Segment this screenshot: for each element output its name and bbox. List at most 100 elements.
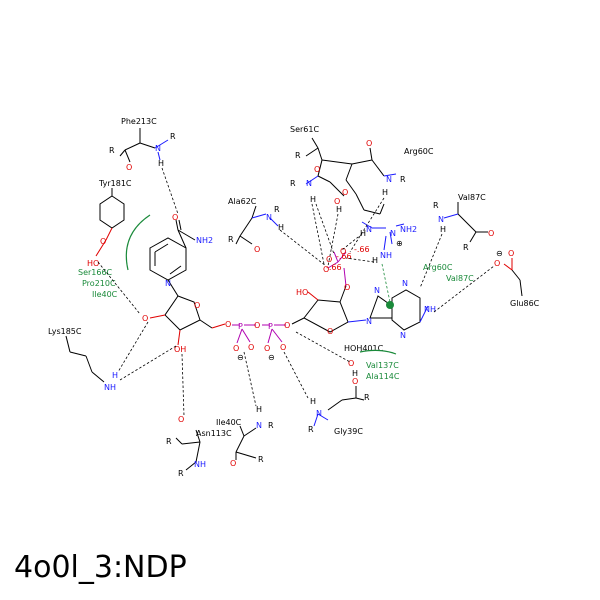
lys185-nh: H [112,371,118,380]
charge-label-2: -.66 [354,245,370,254]
ribose2-o2: O [344,283,350,292]
glu86-o2: O [508,249,514,258]
residue-ala62 [235,205,279,245]
residue-tyr181 [95,188,125,257]
bridge-oxygen: O [254,321,260,330]
phosphate-n-o1: O [264,344,270,353]
val87-n: N [438,215,444,224]
label-asn113: Asn113C [196,429,232,438]
arg60-ne-h: H [360,229,366,238]
adenine-n9: N [366,317,372,326]
ala62-r: R [274,205,280,214]
adenine-n7: N [374,286,380,295]
ser61-og-h: O [334,197,340,206]
label-glu86: Glu86C [510,299,540,308]
page-title: 4o0l_3:NDP [14,550,187,585]
ala62-h: H [278,223,284,232]
label-phe213: Phe213C [121,117,157,126]
ribose1-o3-h: OH [174,345,186,354]
ser61-og-h2: H [336,205,342,214]
nicotinamide-ribose [149,295,226,346]
nicotinamide-ring [149,219,196,297]
charge-label-1: -.66 [336,252,352,261]
gly39-r2: R [308,425,314,434]
adenine-n6: NH [424,305,436,314]
asn113-nh: NH [194,460,206,469]
val87-r: R [433,201,439,210]
ser61-n: N [306,179,312,188]
val87-h: H [440,225,446,234]
label-ala114: Ala114C [366,372,400,381]
ile40-n: N [256,421,262,430]
label-ser166: Ser166C [78,268,113,277]
ala62-o: O [254,245,260,254]
adenosine-ribose [291,267,349,333]
ala62-n: N [266,213,272,222]
label-val87-green: Val87C [446,274,474,283]
ile40-r2: R [258,455,264,464]
phosphate-n-o2: O [280,343,286,352]
residue-lys185 [65,335,105,383]
phe213-r2: R [170,132,176,141]
pi-cation-marker [386,301,394,309]
label-val87-top: Val87C [458,193,486,202]
phosphate-a-p: P [238,322,243,331]
arg60-n: N [386,175,392,184]
label-tyr181: Tyr181C [98,179,132,188]
adenine-n3: N [400,331,406,340]
lys185-n: NH [104,383,116,392]
arg60-nh2: NH2 [400,225,417,234]
pyrophosphate [232,324,286,344]
residue-val87-top [443,202,488,243]
asn113-r2: R [178,469,184,478]
label-ser61: Ser61C [290,125,319,134]
label-ile40: Ile40C [216,418,242,427]
adenine [347,289,429,331]
arg60-r: R [400,175,406,184]
asn113-od: O [178,415,184,424]
ile40-r: R [268,421,274,430]
asn113-r: R [166,437,172,446]
val87-r2: R [463,243,469,252]
hydrophobic-arc-left [125,214,151,271]
phe213-n: N [155,144,161,153]
two-prime-phosphate-o1: O [323,265,329,274]
arg60-cz: N [390,229,396,238]
phe213-r: R [109,146,115,155]
arg60-plus: ⊕ [396,239,403,248]
hoh401-o: O [348,359,354,368]
hydrogen-bonds [97,167,495,417]
ribose1-o2: O [142,314,148,323]
phosphate-a-o2: O [248,343,254,352]
label-lys185: Lys185C [48,327,82,336]
tyr181-o: O [100,237,106,246]
hydrophobic-arc-bottom [359,349,397,355]
ribose2-ring-oxygen: O [327,327,333,336]
gly39-n: N [316,409,322,418]
ser61-r2: R [290,179,296,188]
charge-label-3: -.66 [326,263,342,272]
gly39-r: R [364,393,370,402]
glu86-o1: O [494,259,500,268]
amide-nh2: NH2 [196,236,213,245]
ribose1-ring-oxygen: O [194,301,200,310]
ser61-og: O [342,188,348,197]
residue-gly39 [313,386,365,427]
arg60-ne: N [366,225,372,234]
residue-ile40-asn113 [175,425,257,471]
ile40-h: H [256,405,262,414]
hoh401-h: H [352,369,358,378]
label-ile40-green: Ile40C [92,290,118,299]
two-prime-phosphate [327,251,347,269]
arg60-nh1: NH [380,251,392,260]
phosphate-n-p: P [268,322,273,331]
phosphate-n-charge: ⊖ [268,353,275,362]
two-prime-phosphate-o3: O [340,247,346,256]
amide-oxygen: O [172,213,178,222]
adenine-n1: N [402,279,408,288]
residue-phe213 [119,128,169,163]
label-ala62: Ala62C [228,197,257,206]
label-arg60-top: Arg60C [404,147,434,156]
val87-o: O [488,229,494,238]
ser61-r: R [295,151,301,160]
